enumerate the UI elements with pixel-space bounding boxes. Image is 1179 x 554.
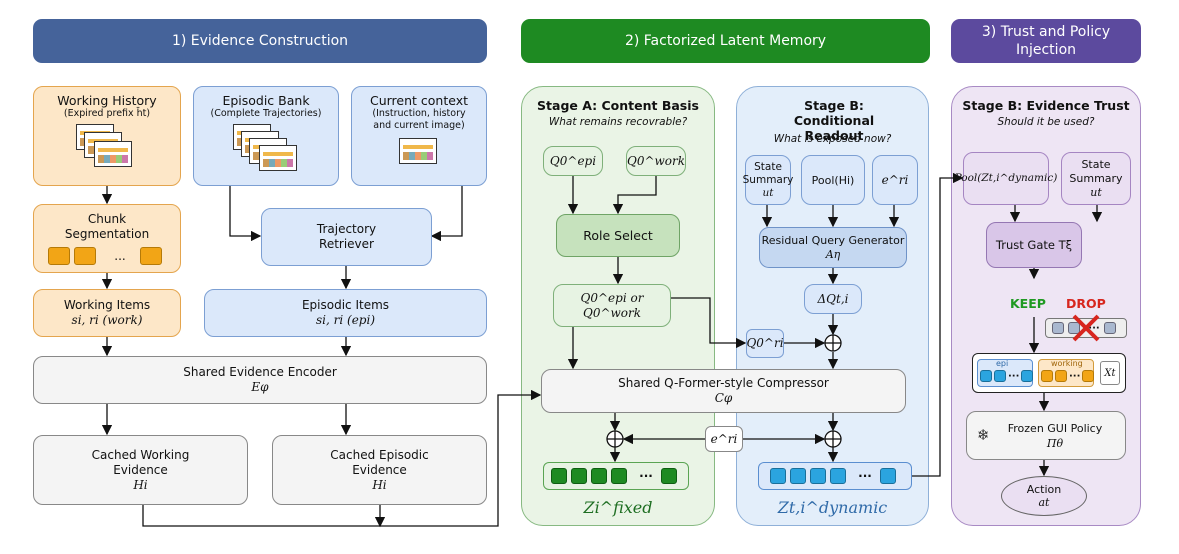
xt-token: Xt [1100, 361, 1120, 385]
chunk-segmentation-box: Chunk Segmentation ... [33, 204, 181, 273]
context-screenshot [389, 136, 449, 166]
working-history-box: Working History (Expired prefix h̄t) [33, 86, 181, 186]
banner-factorized-memory: 2) Factorized Latent Memory [521, 19, 930, 63]
q-epi-box: Q0^epi [543, 146, 603, 176]
working-history-title: Working History [57, 93, 157, 108]
current-context-box: Current context (Instruction, history an… [351, 86, 487, 186]
z-fixed-label: Zi^fixed [583, 498, 653, 517]
epi-tag: epi [996, 359, 1009, 368]
stage-b-trust-title: Stage B: Evidence Trust [962, 98, 1130, 113]
q-or-box: Q0^epi or Q0^work [553, 284, 671, 327]
z-dynamic-tokens: ··· [758, 462, 912, 490]
q-ri-box: Q0^ri [746, 329, 784, 358]
drop-cross-icon [1072, 314, 1100, 342]
working-token-row: ··· [1041, 370, 1098, 382]
banner-evidence-construction: 1) Evidence Construction [33, 19, 487, 63]
e-ri-shared-box: e^ri [705, 426, 743, 452]
state-summary-label: State Summary [742, 160, 794, 186]
cached-working-label: Cached Working Evidence [91, 447, 190, 477]
keep-label: KEEP [1010, 296, 1046, 311]
shared-evidence-encoder-box: Shared Evidence Encoder Eφ [33, 356, 487, 404]
trust-state-summary-label: State Summary [1069, 157, 1123, 185]
residual-query-generator-box: Residual Query Generator Aη [759, 227, 907, 268]
stage-b-readout-title: Stage B: Conditional Readout [793, 98, 875, 143]
rqg-symbol: Aη [825, 247, 841, 261]
role-select-box: Role Select [556, 214, 680, 257]
shared-compressor-box: Shared Q-Former-style Compressor Cφ [541, 369, 906, 413]
z-fixed-tokens: ··· [543, 462, 689, 490]
banner-trust-policy: 3) Trust and Policy Injection [951, 19, 1141, 63]
state-summary-symbol: ut [762, 186, 774, 199]
chunk-ellipsis: ... [114, 248, 126, 263]
frozen-gui-policy-box: Frozen GUI Policy Πθ [966, 411, 1126, 460]
frozen-policy-label: Frozen GUI Policy [1007, 421, 1103, 435]
trust-gate-box: Trust Gate Tξ [986, 222, 1082, 268]
action-label: Action [1026, 483, 1062, 496]
encoder-symbol: Eφ [251, 380, 269, 394]
shared-evidence-encoder-label: Shared Evidence Encoder [183, 365, 337, 379]
episodic-items-box: Episodic Items si, ri (epi) [204, 289, 487, 337]
episodic-items-label: Episodic Items [301, 298, 390, 312]
policy-symbol: Πθ [1046, 436, 1064, 450]
rqg-label: Residual Query Generator [761, 233, 905, 247]
episodic-bank-title: Episodic Bank [222, 93, 310, 108]
epi-token-row: ··· [980, 370, 1037, 382]
action-ellipse: Action at [1001, 476, 1087, 516]
drop-label: DROP [1066, 296, 1106, 311]
context-detail-label: (Instruction, history and current image) [372, 108, 466, 131]
cached-episodic-evidence-box: Cached Episodic Evidence Hi [272, 435, 487, 505]
cached-episodic-label: Cached Episodic Evidence [330, 447, 429, 477]
working-items-sub: si, ri (work) [71, 313, 143, 327]
episodic-bank-box: Episodic Bank (Complete Trajectories) [193, 86, 339, 186]
working-items-box: Working Items si, ri (work) [33, 289, 181, 337]
stage-b-trust-subtitle: Should it be used? [997, 116, 1095, 128]
episodic-screenshots [221, 124, 311, 174]
pool-h-box: Pool(Hi) [801, 155, 865, 205]
trust-state-symbol: ut [1090, 185, 1102, 199]
q-work-box: Q0^work [626, 146, 686, 176]
pool-z-box: Pool(Zt,i^dynamic) [955, 152, 1057, 205]
cached-episodic-symbol: Hi [372, 477, 387, 492]
state-summary-box: State Summary ut [742, 155, 794, 205]
working-items-label: Working Items [63, 298, 151, 312]
episodic-items-sub: si, ri (epi) [316, 313, 375, 327]
action-symbol: at [1038, 496, 1050, 509]
trajectory-retriever-label: Trajectory Retriever [316, 222, 377, 251]
trust-state-summary-box: State Summary ut [1061, 152, 1131, 205]
stage-a-subtitle: What remains recovrable? [548, 116, 688, 128]
stage-a-title: Stage A: Content Basis [537, 98, 699, 113]
chunk-tokens: ... [48, 247, 165, 265]
working-screenshots [62, 124, 152, 174]
cached-working-symbol: Hi [133, 477, 148, 492]
compressor-label: Shared Q-Former-style Compressor [618, 376, 829, 390]
snowflake-icon: ❄ [977, 426, 990, 444]
stage-b-readout-subtitle: What is exposed now? [773, 133, 892, 145]
z-dynamic-label: Zt,i^dynamic [777, 498, 888, 517]
complete-trajectories-label: (Complete Trajectories) [210, 108, 322, 119]
chunk-segmentation-label: Chunk Segmentation [64, 212, 150, 241]
cached-working-evidence-box: Cached Working Evidence Hi [33, 435, 248, 505]
expired-prefix-label: (Expired prefix h̄t) [63, 108, 151, 119]
compressor-symbol: Cφ [714, 391, 733, 405]
delta-q-box: ΔQt,i [804, 284, 862, 314]
working-tag: working [1051, 359, 1083, 368]
e-ri-readout-box: e^ri [872, 155, 918, 205]
current-context-title: Current context [369, 93, 469, 108]
trajectory-retriever-box: Trajectory Retriever [261, 208, 432, 266]
